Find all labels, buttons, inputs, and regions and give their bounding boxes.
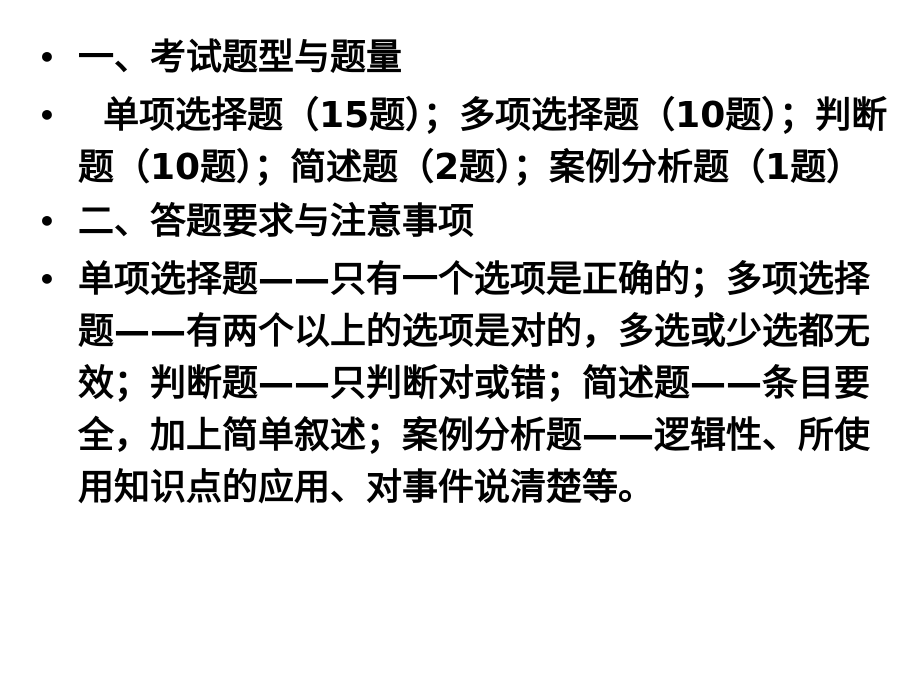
bullet-item-exam-types-heading: • 一、考试题型与题量	[28, 32, 888, 84]
bullet-item-requirements-heading: • 二、答题要求与注意事项	[28, 196, 888, 248]
bullet-text: 单项选择题——只有一个选项是正确的；多项选择题——有两个以上的选项是对的，多选或…	[78, 259, 871, 508]
bullet-list: • 一、考试题型与题量 • 单项选择题（15题）；多项选择题（10题）；判断题（…	[28, 32, 888, 520]
bullet-dot-icon: •	[38, 99, 56, 132]
bullet-dot-icon: •	[38, 263, 56, 296]
bullet-item-exam-types: • 单项选择题（15题）；多项选择题（10题）；判断题（10题）；简述题（2题）…	[28, 90, 888, 194]
bullet-item-requirements: • 单项选择题——只有一个选项是正确的；多项选择题——有两个以上的选项是对的，多…	[28, 254, 888, 514]
bullet-text: 二、答题要求与注意事项	[78, 201, 475, 242]
bullet-dot-icon: •	[38, 41, 56, 74]
bullet-dot-icon: •	[38, 205, 56, 238]
bullet-text: 一、考试题型与题量	[78, 37, 403, 78]
bullet-text: 单项选择题（15题）；多项选择题（10题）；判断题（10题）；简述题（2题）；案…	[78, 95, 888, 188]
